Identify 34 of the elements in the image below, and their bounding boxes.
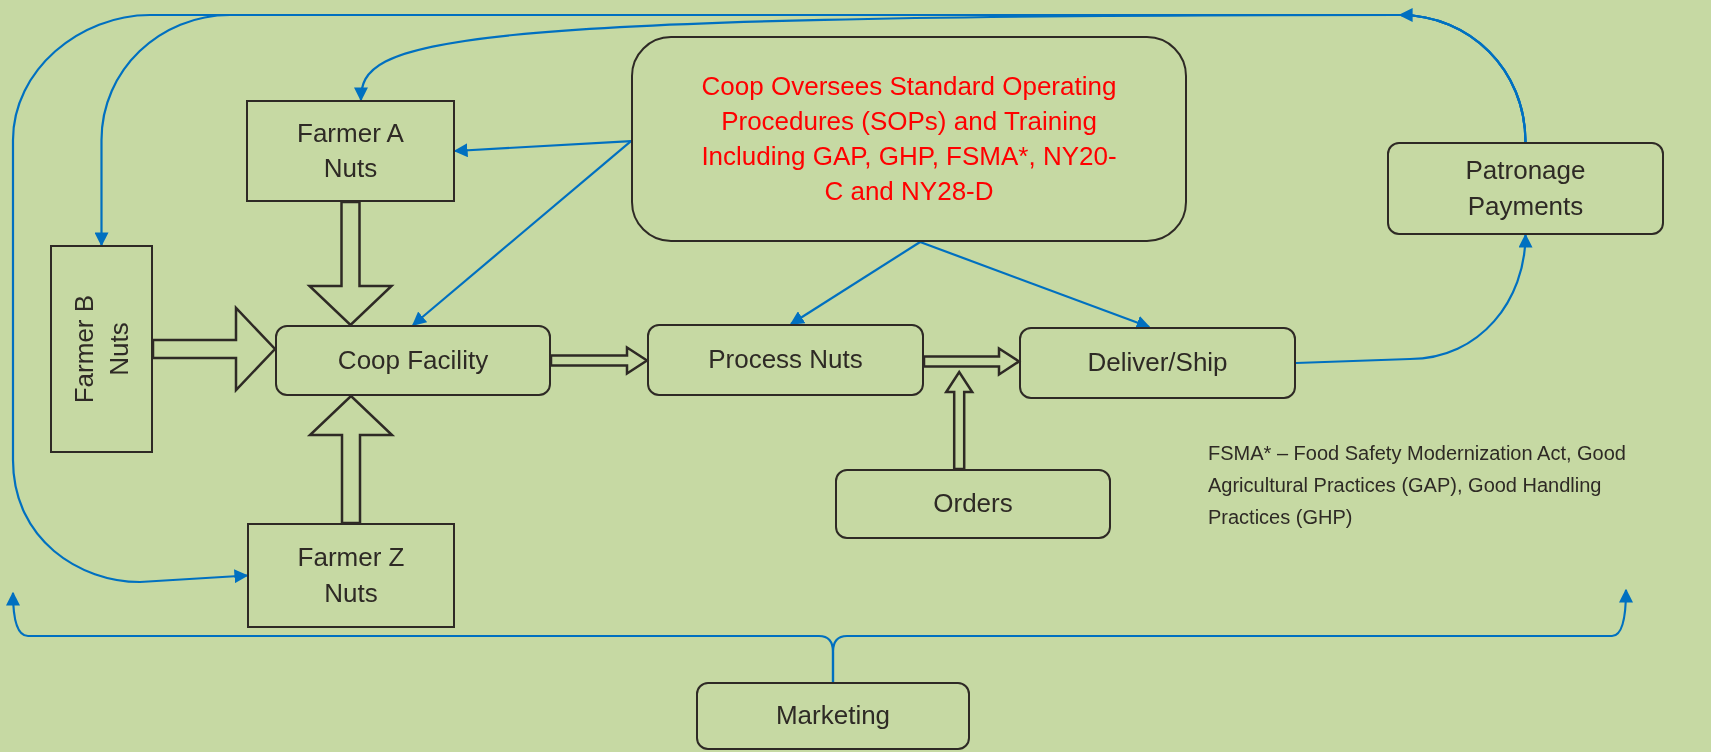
box-label: Coop Facility: [337, 343, 489, 377]
process-box: [50, 245, 153, 453]
box-label: Orders: [933, 487, 1013, 521]
box-label: Farmer B Nuts: [67, 293, 135, 406]
box-label: Deliver/Ship: [1087, 346, 1228, 380]
process-box: [835, 469, 1111, 539]
block-arrow: [549, 345, 650, 376]
box-label: Marketing: [775, 699, 891, 733]
arrow: [1295, 233, 1532, 365]
process-box: [647, 324, 924, 396]
arrow: [411, 140, 632, 326]
block-arrow: [306, 394, 396, 525]
arrow: [789, 241, 921, 325]
block-arrow: [922, 346, 1022, 377]
arrow: [831, 588, 1633, 682]
process-box: [275, 325, 551, 396]
box-label: Process Nuts: [708, 343, 863, 377]
process-box: [1019, 327, 1296, 399]
box-label: Patronage Payments: [1464, 154, 1587, 223]
footnote-text: FSMA* – Food Safety Modernization Act, Good Agricultural Practices (GAP), Good Handling Practices (GHP): [1208, 441, 1627, 530]
process-box: [1387, 142, 1664, 235]
block-arrow: [151, 304, 277, 394]
arrow: [453, 139, 632, 158]
box-label: Farmer A Nuts: [296, 116, 405, 185]
block-arrow: [943, 369, 975, 471]
arrow: [919, 240, 1151, 330]
block-arrow: [306, 200, 395, 327]
process-box: [631, 36, 1187, 242]
box-label: Coop Oversees Standard Operating Procedures (SOPs) and Training Including GAP, GHP, FSMA*, NY20-C and NY28-D: [700, 69, 1118, 209]
box-label: Farmer Z Nuts: [296, 541, 406, 610]
arrow: [11, 13, 1527, 584]
process-box: [246, 100, 455, 202]
process-box: [696, 682, 970, 750]
process-box: [247, 523, 455, 628]
